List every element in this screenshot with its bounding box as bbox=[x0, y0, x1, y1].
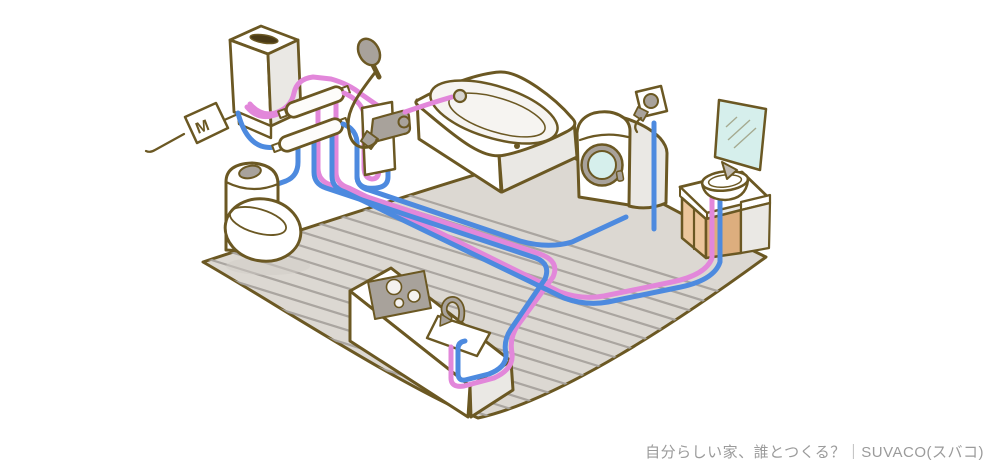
tub-spout bbox=[402, 88, 468, 115]
heater-vent-slot bbox=[249, 33, 279, 45]
shower bbox=[346, 37, 382, 149]
bath-mixer bbox=[360, 100, 412, 177]
water-meter-label: M bbox=[193, 117, 212, 138]
toilet bbox=[223, 161, 310, 275]
toilet-bowl bbox=[223, 197, 303, 263]
washer-door-latch bbox=[615, 170, 625, 182]
tap-spigot bbox=[633, 106, 649, 122]
tub-drain bbox=[514, 143, 520, 149]
vanity-sink bbox=[700, 161, 750, 202]
vanity-faucet bbox=[721, 161, 738, 180]
water-meter: M bbox=[183, 101, 230, 145]
kitchen-sink bbox=[425, 314, 492, 358]
kitchen-faucet-head bbox=[439, 313, 453, 327]
toilet-cold-pipe bbox=[255, 139, 301, 194]
toilet-lid-button bbox=[238, 164, 262, 180]
washer-tap-box bbox=[633, 84, 669, 134]
mixer-cold-riser bbox=[354, 150, 391, 191]
mirror bbox=[713, 98, 768, 172]
burner bbox=[385, 278, 403, 296]
toilet-seat bbox=[229, 206, 287, 236]
footer-caption: 自分らしい家、誰とつくる？｜SUVACO(スバコ) bbox=[645, 444, 984, 461]
washer-door-glass bbox=[587, 150, 617, 180]
hot-water-pipes bbox=[244, 74, 715, 389]
shower-hose bbox=[346, 69, 379, 149]
shower-head bbox=[356, 37, 382, 67]
shower-handle bbox=[370, 62, 382, 80]
burner bbox=[393, 297, 405, 309]
burner bbox=[407, 289, 421, 303]
kitchen-island bbox=[348, 266, 515, 419]
cooktop bbox=[367, 270, 432, 320]
